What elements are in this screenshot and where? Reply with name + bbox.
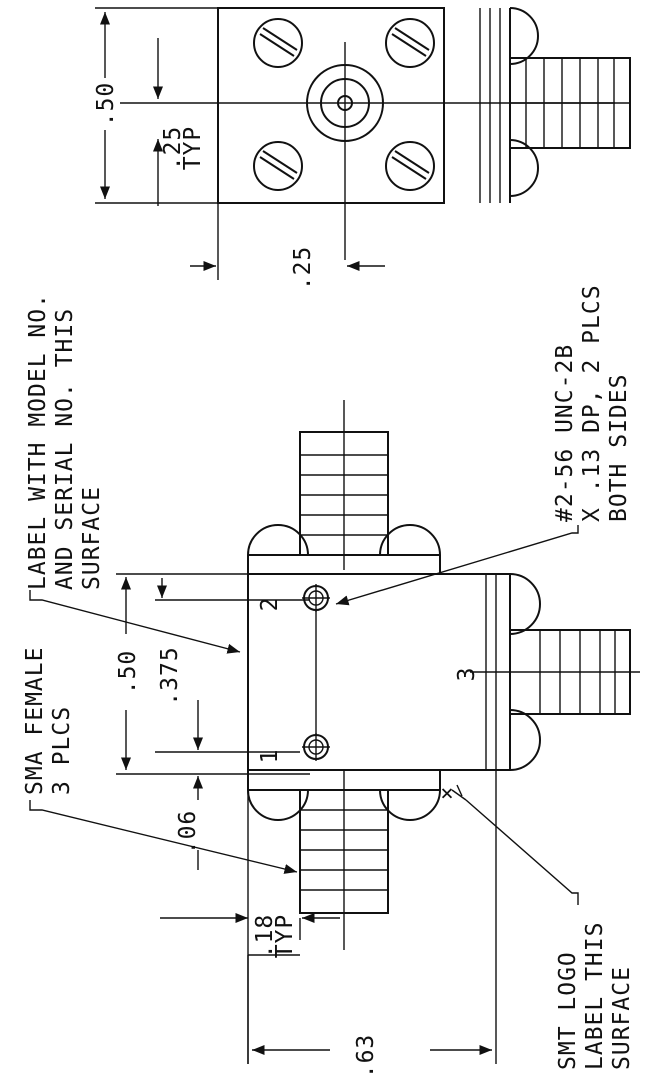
dim-end-width-text: .50 (93, 82, 119, 127)
boss-main-bottom-left (247, 789, 309, 821)
dim-body-depth-text: .63 (353, 1034, 379, 1077)
threaded-hole-port1 (302, 733, 330, 761)
dim-center-bottom-text: .25 (290, 246, 316, 291)
screw-head (385, 18, 435, 68)
note-thread-line2: X .13 DP, 2 PLCS (579, 284, 605, 522)
dim-hole-spacing: .50 (115, 573, 310, 775)
boss-top (509, 7, 539, 65)
note-label-model-line2: AND SERIAL NO. THIS (52, 308, 78, 590)
note-thread-line1: #2-56 UNC-2B (552, 344, 578, 522)
logo-mark: × (435, 786, 460, 800)
port1-label: 1 (257, 749, 283, 764)
boss-main-top-left (247, 524, 309, 556)
boss-main-side-bottom (509, 709, 541, 771)
note-sma-line1: SMA FEMALE (22, 647, 48, 795)
dim-conn-offset: .18 TYP (160, 912, 340, 1064)
note-label-model-line3: SURFACE (79, 486, 105, 590)
screw-head (253, 141, 303, 191)
dim-hole-offset: .375 (155, 578, 310, 753)
dim-end-width: .50 (93, 7, 218, 204)
boss-bottom (509, 139, 539, 197)
threaded-hole-port2 (302, 584, 330, 612)
dim-edge-offset: .06 (175, 776, 204, 870)
dim-hole-offset-text: .375 (157, 646, 183, 705)
note-label-model-line1: LABEL WITH MODEL NO. (25, 293, 51, 590)
main-view: 1 2 3 × .50 .375 .06 (115, 400, 640, 1077)
end-view: .50 .25 TYP .25 (93, 7, 631, 290)
note-thread: #2-56 UNC-2B X .13 DP, 2 PLCS BOTH SIDES (335, 284, 632, 606)
screw-head (253, 18, 303, 68)
dim-center-typ-label: TYP (180, 126, 206, 171)
sma-connector-port3 (470, 629, 640, 715)
dim-conn-offset-label: TYP (272, 914, 298, 959)
dim-center-bottom: .25 (190, 203, 385, 290)
sma-connector-port1 (299, 770, 389, 950)
dim-conn-offset-value: .18 (252, 914, 278, 959)
note-label-model: LABEL WITH MODEL NO. AND SERIAL NO. THIS… (25, 293, 241, 654)
screw-head (385, 141, 435, 191)
port2-label: 2 (257, 597, 283, 612)
boss-main-side-top (509, 573, 541, 635)
note-thread-line3: BOTH SIDES (606, 374, 632, 522)
dim-edge-offset-text: .06 (175, 810, 201, 855)
note-sma-line2: 3 PLCS (49, 706, 75, 795)
dim-center-typ: .25 TYP (152, 38, 206, 206)
dim-center-typ-value: .25 (160, 126, 186, 171)
note-logo-line2: LABEL THIS (582, 922, 608, 1070)
dim-body-depth: .63 (247, 770, 497, 1077)
boss-main-bottom-right (379, 789, 441, 821)
note-logo: SMT LOGO LABEL THIS SURFACE (451, 784, 635, 1070)
port3-label: 3 (454, 667, 480, 682)
dim-hole-spacing-text: .50 (115, 650, 141, 695)
note-logo-line1: SMT LOGO (555, 951, 581, 1070)
note-sma: SMA FEMALE 3 PLCS (22, 647, 298, 874)
sma-connector-port2 (299, 400, 389, 570)
note-logo-line3: SURFACE (609, 966, 635, 1070)
boss-main-top-right (379, 524, 441, 556)
